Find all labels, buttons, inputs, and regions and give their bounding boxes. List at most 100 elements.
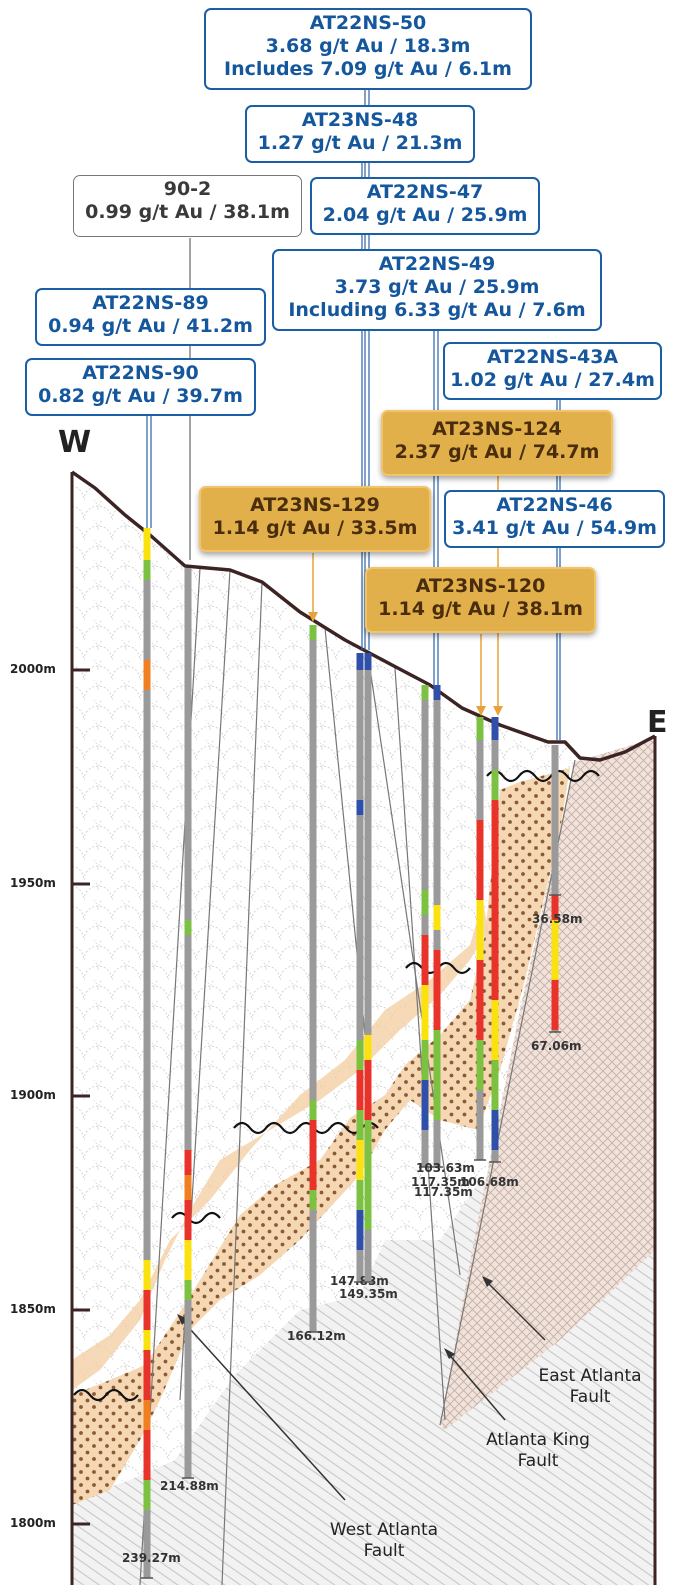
grade-interval [433, 905, 441, 930]
hole-result: 2.37 g/t Au / 74.7m [394, 441, 600, 463]
east-label: E [647, 705, 668, 740]
grade-interval [143, 1430, 151, 1480]
hole-result: 3.41 g/t Au / 54.9m [452, 517, 657, 539]
grade-interval [356, 653, 364, 670]
hole-result: 1.27 g/t Au / 21.3m [257, 132, 463, 154]
grade-interval [143, 1480, 151, 1510]
result-box-at22ns-90: AT22NS-90 0.82 g/t Au / 39.7m [25, 358, 256, 416]
grade-interval [551, 980, 559, 1030]
fault-label-atlanta-king: Atlanta King Fault [486, 1430, 590, 1471]
drill-core [551, 745, 559, 895]
grade-interval [433, 1030, 441, 1060]
hole-id: AT23NS-124 [432, 418, 562, 440]
result-box-at22ns-49: AT22NS-49 3.73 g/t Au / 25.9m Including … [272, 249, 602, 331]
grade-interval [356, 1140, 364, 1180]
grade-interval [551, 920, 559, 980]
result-box-at22ns-47: AT22NS-47 2.04 g/t Au / 25.9m [310, 177, 540, 235]
depth-label: 103.63m [416, 1161, 475, 1175]
hole-id: AT22NS-47 [366, 181, 484, 203]
hole-id: AT22NS-90 [82, 362, 199, 384]
grade-interval [143, 660, 151, 690]
hole-id: AT22NS-50 [309, 12, 427, 34]
grade-interval [421, 935, 429, 985]
result-box-at23ns-129: AT23NS-129 1.14 g/t Au / 33.5m [199, 486, 431, 552]
unconformity-lines [73, 769, 600, 1402]
grade-interval [184, 920, 192, 935]
arrow-heads [308, 612, 503, 716]
result-box-90-2: 90-2 0.99 g/t Au / 38.1m [73, 175, 302, 237]
grade-interval [476, 717, 484, 740]
grade-interval [433, 1060, 441, 1120]
grade-interval [491, 770, 499, 800]
drill-core [309, 625, 317, 1332]
result-box-at23ns-124: AT23NS-124 2.37 g/t Au / 74.7m [381, 410, 613, 476]
grade-interval [309, 1190, 317, 1210]
hole-result: 0.82 g/t Au / 39.7m [38, 385, 243, 407]
grade-interval [184, 1240, 192, 1280]
grade-interval [184, 1200, 192, 1240]
grade-interval [143, 560, 151, 580]
grade-interval [433, 685, 441, 700]
hole-result: 1.02 g/t Au / 27.4m [450, 369, 655, 391]
elevation-label: 2000m [10, 662, 56, 676]
grade-interval [476, 1040, 484, 1090]
hole-id: AT23NS-120 [415, 575, 546, 597]
grade-interval [364, 1180, 372, 1230]
drill-core [143, 528, 151, 1578]
fault-trace [367, 654, 461, 1276]
drill-core [364, 653, 372, 1282]
depth-label: 214.88m [160, 1479, 219, 1493]
hole-result: 0.99 g/t Au / 38.1m [85, 201, 290, 223]
grade-interval [491, 800, 499, 1000]
grade-interval [364, 1035, 372, 1060]
result-box-at22ns-46: AT22NS-46 3.41 g/t Au / 54.9m [444, 490, 665, 548]
hole-result: 2.04 g/t Au / 25.9m [322, 204, 528, 226]
drill-holes: 239.27m214.88m166.12m147.83m149.35m117.3… [122, 528, 582, 1579]
depth-label: 239.27m [122, 1551, 181, 1565]
grade-interval [309, 1100, 317, 1120]
fault-label-east-atlanta: East Atlanta Fault [538, 1366, 642, 1407]
hole-result: 0.94 g/t Au / 41.2m [48, 315, 253, 337]
depth-label: 166.12m [287, 1329, 346, 1343]
elevation-label: 1950m [10, 876, 56, 890]
result-box-at23ns-120: AT23NS-120 1.14 g/t Au / 38.1m [365, 567, 596, 633]
grade-interval [356, 1210, 364, 1250]
elevation-label: 1900m [10, 1088, 56, 1102]
drill-core [356, 653, 364, 1282]
grade-interval [309, 1120, 317, 1190]
grade-interval [184, 1280, 192, 1300]
hole-result-sub: Includes 7.09 g/t Au / 6.1m [224, 58, 512, 80]
fault-label-west-atlanta: West Atlanta Fault [329, 1520, 439, 1561]
east-block [440, 738, 655, 1430]
depth-label: 117.35m [414, 1185, 473, 1199]
grade-interval [433, 950, 441, 1030]
pointer-heads [177, 1276, 493, 1359]
grade-interval [491, 1110, 499, 1150]
hole-id: AT22NS-49 [378, 253, 496, 275]
depth-label: 36.58m [532, 912, 582, 926]
depth-label: 147.83m [330, 1274, 389, 1288]
grade-interval [476, 820, 484, 900]
hole-result: 3.68 g/t Au / 18.3m [265, 35, 471, 57]
grade-interval [421, 890, 429, 915]
grade-interval [421, 685, 429, 700]
result-box-at22ns-89: AT22NS-89 0.94 g/t Au / 41.2m [35, 288, 266, 346]
grade-interval [491, 1000, 499, 1060]
grade-interval [143, 528, 151, 560]
elevation-ticks [72, 668, 90, 1526]
fault-trace [221, 581, 263, 1585]
depth-label: 67.06m [531, 1039, 581, 1053]
grade-interval [491, 1060, 499, 1110]
grade-interval [184, 1150, 192, 1175]
fault-pointers [179, 1279, 546, 1501]
grade-interval [184, 1175, 192, 1200]
grade-interval [143, 1350, 151, 1400]
drill-core [421, 685, 429, 1167]
grade-interval [364, 653, 372, 670]
grade-interval [364, 1120, 372, 1180]
ore-fringe [72, 900, 488, 1390]
hole-id: AT22NS-43A [486, 346, 619, 368]
hole-result: 1.14 g/t Au / 33.5m [212, 517, 418, 539]
